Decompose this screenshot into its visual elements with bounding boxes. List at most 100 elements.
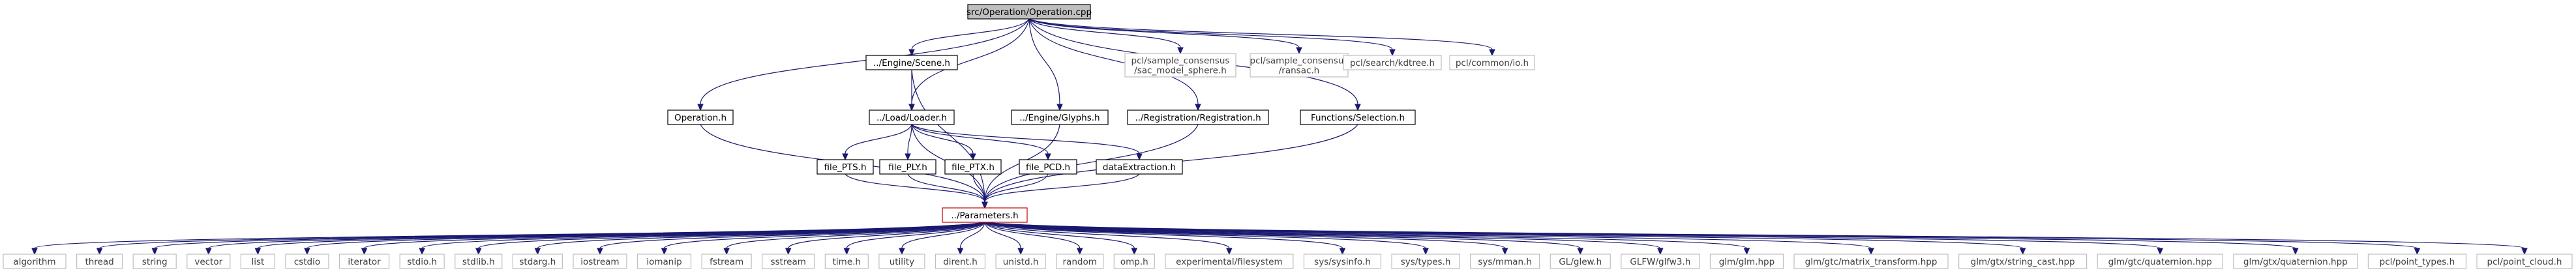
node-root[interactable]: src/Operation/Operation.cpp xyxy=(966,4,1092,20)
node-label: src/Operation/Operation.cpp xyxy=(966,7,1092,18)
edge-line xyxy=(984,222,1135,249)
edge-arrowhead xyxy=(723,248,730,255)
node-glyphs[interactable]: ../Engine/Glyphs.h xyxy=(1011,109,1109,125)
node-l-sysinfo: sys/sysinfo.h xyxy=(1303,254,1382,269)
edge-arrowhead xyxy=(254,248,262,255)
edge-arrowhead xyxy=(1017,248,1024,255)
edge-line xyxy=(984,222,1872,249)
node-label: pcl/common/io.h xyxy=(1456,58,1529,68)
node-file-ptx[interactable]: file_PTX.h xyxy=(944,159,1002,175)
edge-arrowhead xyxy=(2292,248,2299,255)
edge-arrowhead xyxy=(899,248,905,255)
edge-line xyxy=(663,222,985,249)
node-label: sys/types.h xyxy=(1401,257,1451,267)
node-label: file_PLY.h xyxy=(888,162,927,173)
edge-parameters-to-l_iostream xyxy=(597,222,985,255)
edge-line xyxy=(907,124,912,154)
node-box xyxy=(869,109,955,125)
edge-arrowhead xyxy=(1339,248,1346,255)
edge-parameters-to-l_random xyxy=(984,222,1083,255)
node-box xyxy=(879,159,936,175)
node-file-pcd[interactable]: file_PCD.h xyxy=(1019,159,1077,175)
edge-arrowhead xyxy=(1045,153,1051,161)
node-label: unistd.h xyxy=(1003,257,1039,267)
node-l-pointtypes: pcl/point_types.h xyxy=(2367,254,2467,269)
node-label: iomanip xyxy=(646,257,681,267)
edge-parameters-to-l_matrix xyxy=(984,222,1874,255)
node-label: sstream xyxy=(771,257,806,267)
edge-arrowhead xyxy=(843,248,850,255)
node-file-ply[interactable]: file_PLY.h xyxy=(879,159,936,175)
edge-line xyxy=(845,124,912,154)
node-box xyxy=(240,254,275,269)
node-label: thread xyxy=(85,257,113,267)
edge-arrowhead xyxy=(1868,248,1874,255)
node-l-stdio: stdio.h xyxy=(399,254,445,269)
node-box xyxy=(1011,109,1109,125)
node-label: stdarg.h xyxy=(519,257,556,267)
node-loader[interactable]: ../Load/Loader.h xyxy=(869,109,955,125)
edge-parameters-to-l_systypes xyxy=(984,222,1429,255)
edge-root-to-common_io xyxy=(1028,18,1495,57)
node-label: ../Engine/Scene.h xyxy=(873,58,950,68)
node-label: time.h xyxy=(833,257,861,267)
edge-line xyxy=(959,222,985,249)
node-l-iterator: iterator xyxy=(338,254,390,269)
node-label-line: pcl/sample_consensus xyxy=(1250,56,1349,66)
node-l-stdlib: stdlib.h xyxy=(455,254,503,269)
node-registration[interactable]: ../Registration/Registration.h xyxy=(1127,109,1269,125)
node-label: pcl/point_cloud.h xyxy=(2487,257,2562,267)
edge-parameters-to-l_sysinfo xyxy=(984,222,1346,255)
node-selection[interactable]: Functions/Selection.h xyxy=(1300,109,1416,125)
edge-arrowhead xyxy=(361,248,368,255)
edge-arrowhead xyxy=(1226,248,1233,255)
edge-root-to-glyphs xyxy=(1028,18,1063,111)
node-box xyxy=(1127,109,1269,125)
node-label: algorithm xyxy=(13,257,55,267)
edge-arrowhead xyxy=(785,248,792,255)
node-label: ../Registration/Registration.h xyxy=(1135,113,1261,123)
node-l-iostream: iostream xyxy=(573,254,627,269)
node-box xyxy=(967,4,1091,20)
edge-line xyxy=(984,173,1140,203)
node-l-cstdio: cstdio xyxy=(285,254,329,269)
node-box xyxy=(399,254,445,269)
node-box xyxy=(1343,55,1442,70)
node-kdtree: pcl/search/kdtree.h xyxy=(1343,55,1442,70)
edge-line xyxy=(984,222,1021,249)
edge-parameters-to-l_fstream xyxy=(723,222,985,255)
edge-line xyxy=(1028,18,1181,48)
node-l-quat-gtc: glm/gtc/quaternion.hpp xyxy=(2097,254,2223,269)
node-data-extraction[interactable]: dataExtraction.h xyxy=(1096,159,1183,175)
node-box xyxy=(187,254,231,269)
node-label: file_PCD.h xyxy=(1026,162,1070,173)
node-layer: src/Operation/Operation.cpp ../Engine/Sce… xyxy=(3,4,2573,269)
node-operation-h[interactable]: Operation.h xyxy=(667,109,734,125)
node-file-pts[interactable]: file_PTS.h xyxy=(816,159,874,175)
edge-line xyxy=(984,222,2161,249)
edge-arrowhead xyxy=(970,153,976,161)
edge-arrowhead xyxy=(1577,248,1584,255)
edge-parameters-to-l_pointtypes xyxy=(984,222,2421,255)
node-label: file_PTX.h xyxy=(951,162,995,173)
edge-line xyxy=(984,222,2418,249)
node-l-pointcloud: pcl/point_cloud.h xyxy=(2476,254,2573,269)
node-box xyxy=(1303,254,1382,269)
node-box xyxy=(762,254,815,269)
node-l-iomanip: iomanip xyxy=(637,254,692,269)
node-scene[interactable]: ../Engine/Scene.h xyxy=(865,55,958,70)
node-box xyxy=(1124,53,1236,78)
edge-arrowhead xyxy=(1296,47,1302,55)
node-box xyxy=(1391,254,1460,269)
edge-parameters-to-l_filesystem xyxy=(984,222,1233,255)
node-l-systypes: sys/types.h xyxy=(1391,254,1460,269)
node-parameters[interactable]: ../Parameters.h xyxy=(942,207,1028,223)
node-l-sstream: sstream xyxy=(762,254,815,269)
edge-arrowhead xyxy=(96,248,103,255)
edge-parameters-to-l_omp xyxy=(984,222,1138,255)
edge-line xyxy=(984,173,1049,203)
edge-arrowhead xyxy=(419,248,425,255)
edge-arrowhead xyxy=(1177,47,1184,55)
edge-file_pts-to-parameters xyxy=(845,173,988,209)
node-box xyxy=(824,254,869,269)
